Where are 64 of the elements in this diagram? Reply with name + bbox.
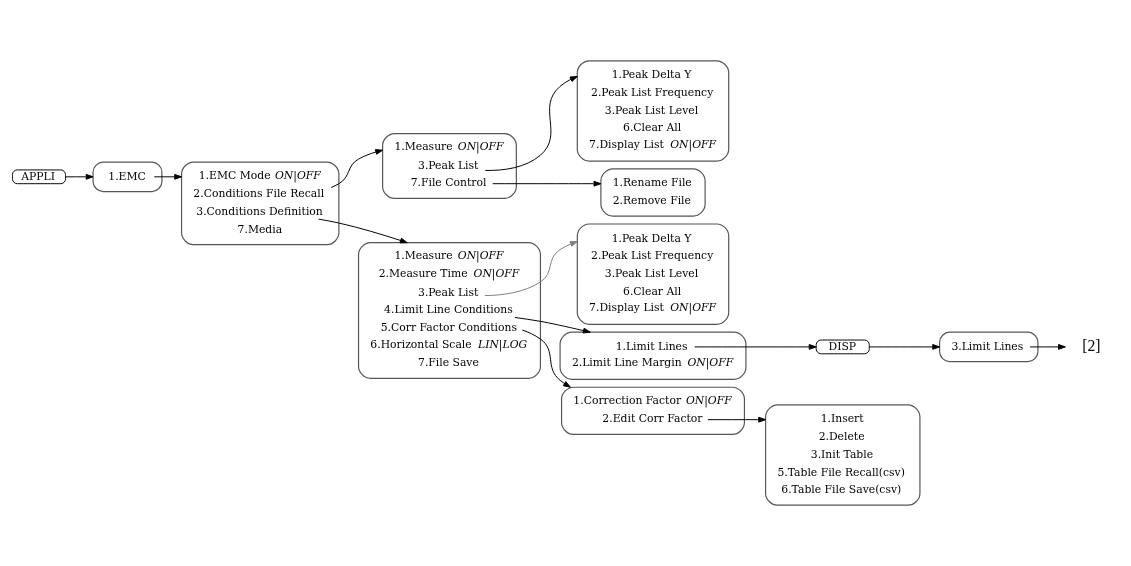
cluster <box>559 331 747 380</box>
node-text: 6.Clear All <box>623 121 682 135</box>
cluster <box>600 168 706 217</box>
node-text: 6.Table File Save(csv) <box>781 483 902 497</box>
node-text: 1.EMC Mode ON|OFF <box>198 168 321 182</box>
arrow <box>514 316 591 334</box>
arrow <box>869 344 941 350</box>
node-text: 7.Display List ON|OFF <box>589 301 716 315</box>
node-text: 3.Init Table <box>810 447 874 461</box>
node-text: 1.Measure ON|OFF <box>394 249 504 263</box>
node-text: 1.Peak Delta Y <box>611 231 692 245</box>
node-text: 3.Limit Lines <box>951 339 1024 353</box>
node-text: 7.File Control <box>410 176 487 190</box>
node-text: 2.Peak List Frequency <box>591 86 714 99</box>
arrow <box>330 149 384 188</box>
arrow <box>65 173 94 180</box>
arrow <box>484 241 578 297</box>
arrow <box>1029 344 1066 350</box>
node-text: 2.Measure Time ON|OFF <box>378 266 520 280</box>
cluster <box>92 161 163 193</box>
arrow <box>484 76 578 171</box>
node-text: 6.Clear All <box>623 284 682 298</box>
arrow <box>694 344 817 350</box>
node-box: APPLI <box>11 169 67 185</box>
node-text: 7.Media <box>237 222 283 236</box>
node-text: 1.Peak Delta Y <box>611 68 692 82</box>
arrow <box>318 218 408 244</box>
node-text: 1.EMC <box>108 169 146 183</box>
node-text: 1.Limit Lines <box>615 339 688 353</box>
node-text: 3.Peak List <box>418 285 479 299</box>
node-text: 2.Edit Corr Factor <box>602 412 703 426</box>
node-text: 1.Insert <box>820 412 864 426</box>
node-text: 4.Limit Line Conditions <box>384 303 513 317</box>
cluster <box>939 331 1039 363</box>
node-text: 3.Conditions Definition <box>196 204 323 218</box>
arrow <box>153 173 183 180</box>
cluster <box>765 404 921 506</box>
arrow <box>521 329 571 388</box>
node-box: DISP <box>815 339 870 355</box>
node-text: 3.Peak List Level <box>604 103 699 117</box>
arrow <box>492 180 602 187</box>
node-text: 2.Limit Line Margin ON|OFF <box>571 356 734 370</box>
node-text: 3.Peak List <box>418 158 479 172</box>
node-text: 3.Peak List Level <box>604 266 699 280</box>
cluster <box>180 161 340 246</box>
node-text: [2] <box>1082 336 1101 354</box>
node-text: 2.Conditions File Recall <box>193 187 325 201</box>
cluster <box>382 132 517 200</box>
node-text: 1.Measure ON|OFF <box>394 140 504 154</box>
node-text: 1.Rename File <box>612 176 692 190</box>
node-text: 2.Delete <box>818 430 865 444</box>
cluster <box>357 242 541 379</box>
cluster <box>561 386 746 435</box>
arrow <box>707 416 767 423</box>
node-text: 2.Remove File <box>612 194 691 208</box>
node-text: 7.File Save <box>418 356 479 370</box>
cluster <box>576 223 730 325</box>
node-text: 7.Display List ON|OFF <box>589 138 716 152</box>
node-text: 2.Peak List Frequency <box>591 249 714 263</box>
node-text: 5.Corr Factor Conditions <box>380 320 518 334</box>
node-text: 5.Table File Recall(csv) <box>777 465 905 479</box>
node-text: 1.Correction Factor ON|OFF <box>573 393 732 407</box>
cluster <box>576 60 730 162</box>
node-text: 6.Horizontal Scale LIN|LOG <box>370 337 528 351</box>
